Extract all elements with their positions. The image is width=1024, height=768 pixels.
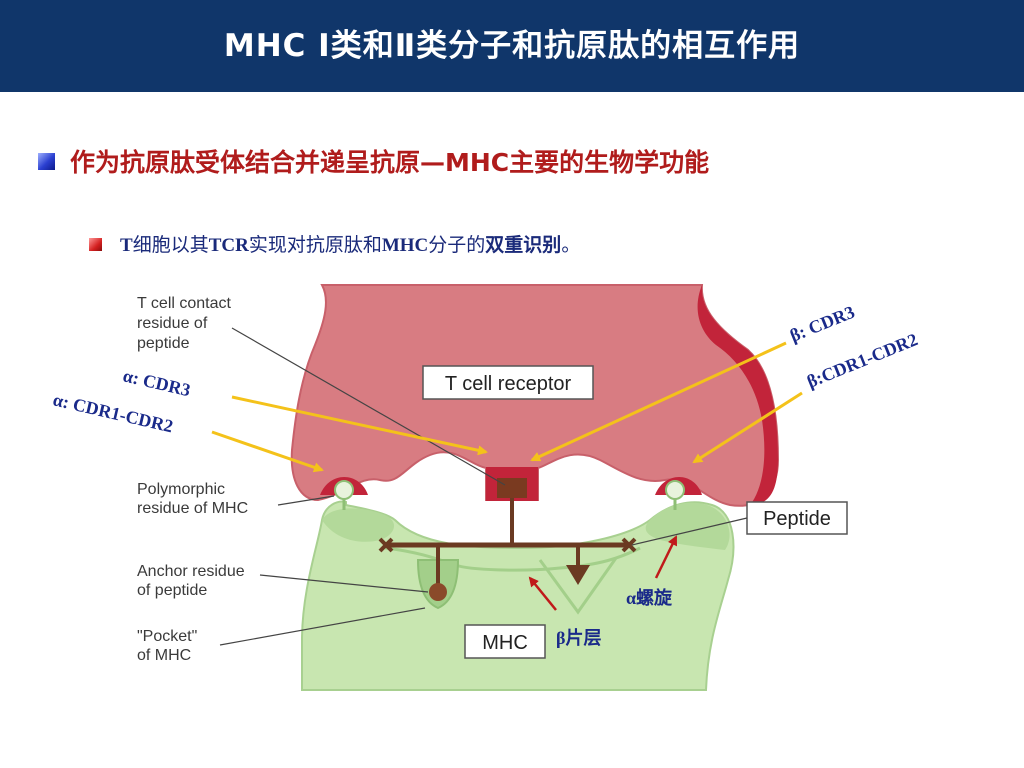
- peptide-beta-residue: [566, 565, 590, 585]
- mhc-label: MHC: [482, 632, 528, 654]
- peptide-label: Peptide: [763, 508, 831, 530]
- tcr-label-box: [422, 365, 594, 400]
- sub-point-part1: 细胞以其: [132, 235, 209, 256]
- peptide-end-right-icon: [621, 537, 637, 553]
- sub-point-mhc: MHC: [381, 235, 429, 256]
- annot-alpha-cdr3: α: CDR3: [121, 365, 192, 400]
- label-pocket-2: of MHC: [137, 647, 191, 664]
- arrow-alpha-helix: [654, 535, 678, 579]
- mhc-helix-left: [322, 508, 395, 542]
- leader-anchor: [259, 574, 429, 593]
- slide-title: MHC Ⅰ类和Ⅱ类分子和抗原肽的相互作用: [223, 28, 801, 64]
- label-tcell-contact-2: residue of: [137, 315, 208, 332]
- label-tcell-contact-3: peptide: [137, 335, 190, 352]
- annot-alpha-cdr12: α: CDR1-CDR2: [51, 389, 175, 436]
- mhc-label-box: [464, 624, 546, 659]
- label-polymorphic-1: Polymorphic: [137, 481, 225, 498]
- main-point: 作为抗原肽受体结合并递呈抗原—MHC主要的生物学功能: [70, 148, 710, 177]
- peptide-end-left-icon: [378, 537, 394, 553]
- tcr-outer-edge: [697, 285, 778, 505]
- leader-peptide: [631, 517, 748, 546]
- leader-tcell-contact: [231, 327, 506, 486]
- label-anchor-1: Anchor residue: [137, 563, 245, 580]
- sub-point-part3: 分子的: [428, 235, 486, 256]
- annot-alpha-helix: α螺旋: [626, 587, 673, 608]
- mhc-helix-right: [645, 502, 730, 550]
- title-bar: [0, 0, 1024, 92]
- arrow-alpha-cdr12: [211, 430, 324, 473]
- mhc-groove: [384, 546, 641, 572]
- leader-polymorphic: [277, 495, 335, 506]
- polymorphic-residue-right: [665, 480, 685, 500]
- annot-beta-cdr3: β: CDR3: [787, 302, 858, 346]
- sub-point-prefix: T: [120, 235, 133, 256]
- mhc-beta-sheet: [538, 557, 618, 615]
- annot-beta-cdr12: β:CDR1-CDR2: [804, 329, 920, 392]
- sub-point-tcr: TCR: [208, 235, 249, 256]
- peptide-anchor-residue: [429, 583, 447, 601]
- arrow-beta-cdr12: [692, 391, 803, 464]
- arrow-beta-cdr3: [530, 341, 787, 462]
- blue-square-bullet-icon: [38, 153, 55, 170]
- tcr-label: T cell receptor: [445, 373, 572, 395]
- label-polymorphic-2: residue of MHC: [137, 500, 248, 517]
- arrow-beta-sheet: [528, 576, 557, 611]
- arrow-alpha-cdr3: [231, 395, 488, 456]
- label-anchor-2: of peptide: [137, 582, 207, 599]
- sub-point-suffix: 。: [561, 235, 581, 256]
- label-pocket-1: "Pocket": [137, 628, 197, 645]
- annot-beta-sheet: β片层: [556, 627, 601, 648]
- leader-pocket: [219, 607, 426, 646]
- sub-point-emphasis: 双重识别: [485, 235, 562, 256]
- label-tcell-contact-1: T cell contact: [137, 295, 232, 312]
- polymorphic-residue-left: [334, 480, 354, 500]
- tcr-contact-residue: [497, 478, 527, 498]
- sub-point-part2: 实现对抗原肽和: [248, 235, 382, 256]
- red-square-bullet-icon: [89, 238, 102, 251]
- sub-point: T细胞以其TCR实现对抗原肽和MHC分子的双重识别。: [120, 230, 580, 257]
